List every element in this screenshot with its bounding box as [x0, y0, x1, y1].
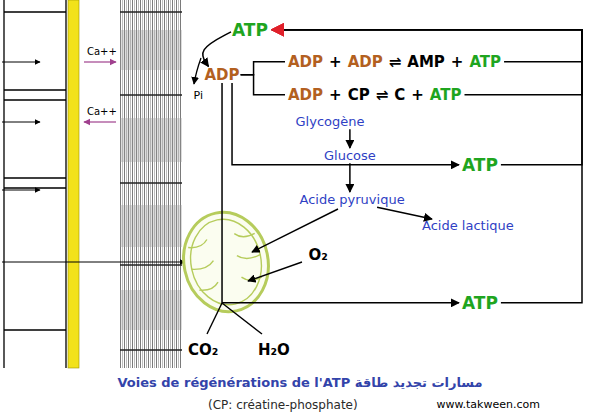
calcium-arrow	[84, 61, 116, 62]
atp-molecule: ATP	[462, 294, 498, 313]
a-band	[120, 205, 182, 247]
molecule-label: CO₂	[188, 342, 218, 359]
connector	[272, 30, 582, 95]
molecule-label: Pi	[194, 90, 203, 102]
z-line	[120, 12, 182, 350]
product-line	[207, 303, 222, 334]
metabolite: Acide lactique	[422, 219, 514, 233]
node-text: Glucose	[324, 149, 376, 163]
a-band	[120, 30, 182, 70]
node-text: ADP	[205, 67, 240, 84]
phosphate-arrow	[194, 58, 201, 84]
node-text: ⇌	[389, 54, 402, 71]
caption: Voies de régénérations de l'ATP مسارات ت…	[118, 376, 483, 390]
node-text: ATP	[462, 294, 498, 313]
calcium-arrow	[84, 121, 116, 122]
connector	[241, 75, 285, 95]
atp-molecule: ATP	[232, 21, 268, 40]
node-text: ADP	[348, 54, 383, 71]
node-text: Acide lactique	[422, 219, 514, 233]
connector	[377, 207, 432, 219]
metabolite: Glucose	[324, 149, 376, 163]
product-line	[222, 303, 262, 334]
node-text: ATP	[430, 87, 462, 104]
connector	[349, 163, 351, 192]
signal-arrow	[2, 62, 40, 63]
connector	[272, 30, 582, 303]
mitochondrion-inner	[183, 213, 269, 312]
node-text: ADP	[288, 54, 323, 71]
connector	[203, 32, 231, 67]
node-text: +	[329, 87, 342, 104]
reaction-equation: ADP + ADP ⇌ AMP + ATP	[288, 54, 501, 71]
reticulum-bar	[68, 0, 79, 368]
metabolite: Acide pyruvique	[300, 193, 405, 207]
node-text: +	[451, 54, 464, 71]
signal-arrow	[2, 122, 40, 123]
reaction-equation: ADP + CP ⇌ C + ATP	[288, 87, 462, 104]
molecule-label: H₂O	[258, 342, 290, 359]
sarcolemma	[4, 0, 66, 368]
connector	[222, 83, 459, 303]
metabolite: Glycogène	[296, 115, 365, 129]
atp-molecule: ATP	[462, 156, 498, 175]
connector	[272, 30, 582, 165]
node-text: AMP	[407, 54, 445, 71]
connector	[349, 129, 351, 148]
node-text: ⇌	[376, 87, 389, 104]
node-text: +	[329, 54, 342, 71]
note: (CP: créatine-phosphate)	[208, 399, 358, 412]
node-text: ATP	[232, 21, 268, 40]
node-text: ADP	[288, 87, 323, 104]
node-text: +	[411, 87, 424, 104]
connector	[232, 83, 459, 165]
molecule-label: O₂	[309, 247, 328, 264]
ion-label: Ca++	[87, 46, 117, 57]
node-text: Glycogène	[296, 115, 365, 129]
myofibril	[120, 0, 182, 368]
a-band	[120, 290, 182, 330]
ion-label: Ca++	[87, 106, 117, 117]
connector	[241, 62, 285, 75]
node-text: ATP	[462, 156, 498, 175]
node-text: Acide pyruvique	[300, 193, 405, 207]
adp-molecule: ADP	[205, 67, 240, 84]
oxygen-arrow	[248, 262, 302, 281]
signal-arrow	[2, 190, 40, 191]
crista	[186, 229, 265, 292]
watermark: www.takween.com	[437, 399, 540, 411]
node-text: CP	[348, 87, 370, 104]
node-text: C	[394, 87, 405, 104]
signal-arrow	[2, 262, 185, 263]
node-text: ATP	[469, 54, 501, 71]
a-band	[120, 118, 182, 162]
